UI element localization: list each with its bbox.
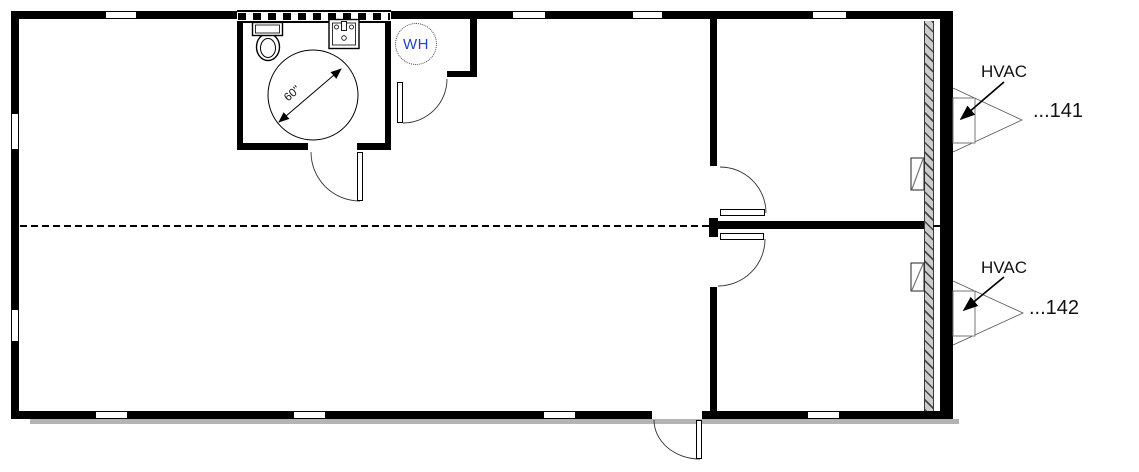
turning-radius-circle — [267, 49, 359, 141]
window — [543, 411, 576, 419]
dashed-centerline — [20, 225, 709, 227]
entry-door-leaf — [696, 420, 702, 459]
entry-door-swing-arc — [653, 419, 701, 460]
hvac-unit-symbol-141 — [952, 87, 1023, 153]
window — [11, 113, 19, 150]
water-heater-label: WH — [403, 35, 429, 53]
window — [95, 411, 128, 419]
exterior-wall-top — [11, 11, 953, 19]
hatched-furring-wall — [924, 21, 934, 411]
window — [105, 11, 137, 19]
hvac-leader-arrow-142 — [962, 276, 1005, 312]
double-door-lower-leaf — [720, 233, 764, 240]
room-dividing-wall — [717, 221, 924, 229]
interior-wall-door-post — [709, 218, 718, 237]
closet-door-swing-arc — [402, 78, 448, 124]
window — [812, 11, 847, 19]
window — [512, 11, 546, 19]
bathroom-wall-bottom-right — [357, 143, 391, 150]
window — [293, 411, 326, 419]
wall-register-room-141 — [910, 157, 925, 191]
hvac-label-141: HVAC — [981, 62, 1027, 81]
double-door-upper-swing-arc — [719, 166, 767, 214]
bathroom-wall-right — [385, 19, 391, 150]
hvac-ref-141: ...141 — [1033, 100, 1084, 122]
bathroom-door-leaf — [357, 152, 363, 201]
building-shadow — [30, 419, 959, 424]
bathroom-wall-bottom-left — [237, 143, 308, 150]
bathroom-door-swing-arc — [310, 151, 361, 202]
hvac-label-142: HVAC — [981, 258, 1027, 277]
exterior-wall-bottom-left-segment — [11, 411, 652, 419]
interior-wall-upper — [710, 19, 717, 166]
window — [632, 11, 663, 19]
hvac-ref-142: ...142 — [1029, 297, 1080, 319]
double-door-lower-swing-arc — [717, 238, 766, 287]
sink-icon — [328, 18, 360, 50]
exterior-wall-right — [940, 11, 953, 419]
closet-door-leaf — [397, 82, 403, 123]
bathroom-wall-left — [237, 19, 243, 150]
exterior-wall-left — [11, 11, 19, 419]
wall-register-room-142 — [910, 262, 925, 292]
toilet-icon — [251, 21, 284, 62]
hvac-leader-arrow-141 — [959, 81, 1005, 121]
double-door-upper-leaf — [720, 209, 765, 216]
dashed-centerline-tick — [933, 225, 942, 227]
window — [807, 411, 840, 419]
water-heater-closet-wall-right — [470, 19, 477, 77]
interior-wall-lower — [710, 287, 717, 411]
water-heater-closet-wall-stub — [447, 71, 477, 77]
turning-radius-dimension-arrow — [278, 68, 342, 123]
window — [11, 309, 19, 342]
water-heater-symbol: WH — [395, 23, 437, 65]
